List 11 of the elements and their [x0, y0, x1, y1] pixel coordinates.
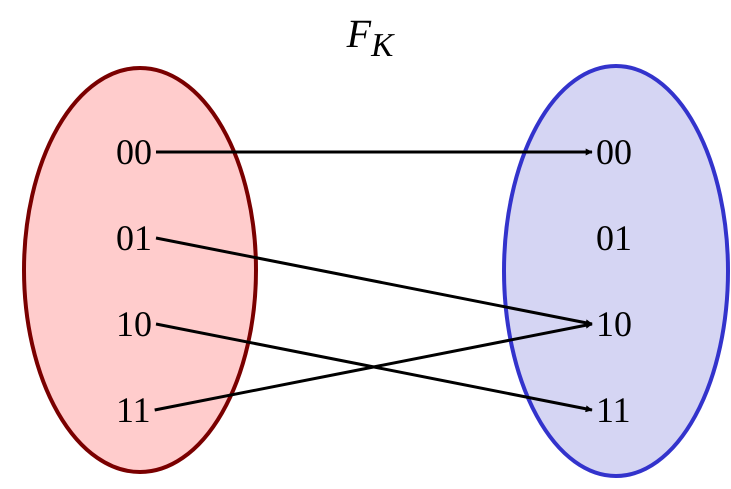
bit-string-label: 11 [116, 392, 151, 428]
bit-string-label: 11 [596, 392, 631, 428]
bit-string-label: 01 [596, 220, 632, 256]
bit-string-label: 00 [116, 134, 152, 170]
diagram-title: F$_{K}$ [346, 12, 396, 65]
bit-string-label: 10 [116, 306, 152, 342]
bit-string-label: 01 [116, 220, 152, 256]
arrow [156, 148, 593, 156]
bit-string-label: 10 [596, 306, 632, 342]
bit-string-label: 00 [596, 134, 632, 170]
arrow [156, 236, 593, 326]
